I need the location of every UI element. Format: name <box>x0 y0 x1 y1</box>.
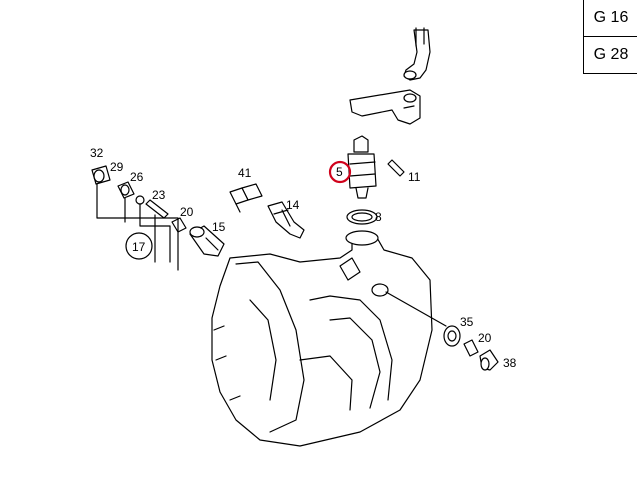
part-8-seal-ring <box>346 209 378 225</box>
label-20-left: 20 <box>180 205 194 219</box>
part-20-washer-right <box>463 339 479 357</box>
label-15: 15 <box>212 220 226 234</box>
part-41-sensor <box>229 183 263 213</box>
part-32-sleeve <box>91 165 111 185</box>
gearbox-housing <box>211 230 433 447</box>
label-20-right: 20 <box>478 331 492 345</box>
group-17-circle <box>125 232 153 260</box>
code-cell: G 16 <box>593 9 629 26</box>
part-20-washer-left <box>171 217 187 233</box>
part-38-plug <box>479 349 499 371</box>
part-11-pin <box>387 159 405 177</box>
part-5-switch <box>347 135 377 199</box>
label-26: 26 <box>130 170 144 184</box>
part-23-rod <box>145 199 169 219</box>
label-5: 5 <box>336 165 343 179</box>
part-15-shaft <box>189 225 225 257</box>
part-29-bushing <box>117 181 135 199</box>
diagram-code-table: G 16 G 28 <box>583 0 637 74</box>
label-29: 29 <box>110 160 124 174</box>
code-cell: G 28 <box>584 36 637 73</box>
shift-lever <box>349 27 431 125</box>
label-11: 11 <box>408 170 421 184</box>
part-35-ring <box>443 325 461 347</box>
label-38: 38 <box>503 356 517 370</box>
highlight-circle <box>328 160 352 184</box>
leader-line-35 <box>385 291 447 327</box>
label-14: 14 <box>286 198 300 212</box>
part-26-spring <box>135 195 145 205</box>
label-41: 41 <box>238 166 252 180</box>
label-8: 8 <box>375 210 382 224</box>
label-35: 35 <box>460 315 474 329</box>
label-17: 17 <box>132 240 146 254</box>
group-17-bracket <box>96 183 179 271</box>
label-23: 23 <box>152 188 166 202</box>
part-14-shaft <box>267 201 305 239</box>
label-32: 32 <box>90 146 104 160</box>
